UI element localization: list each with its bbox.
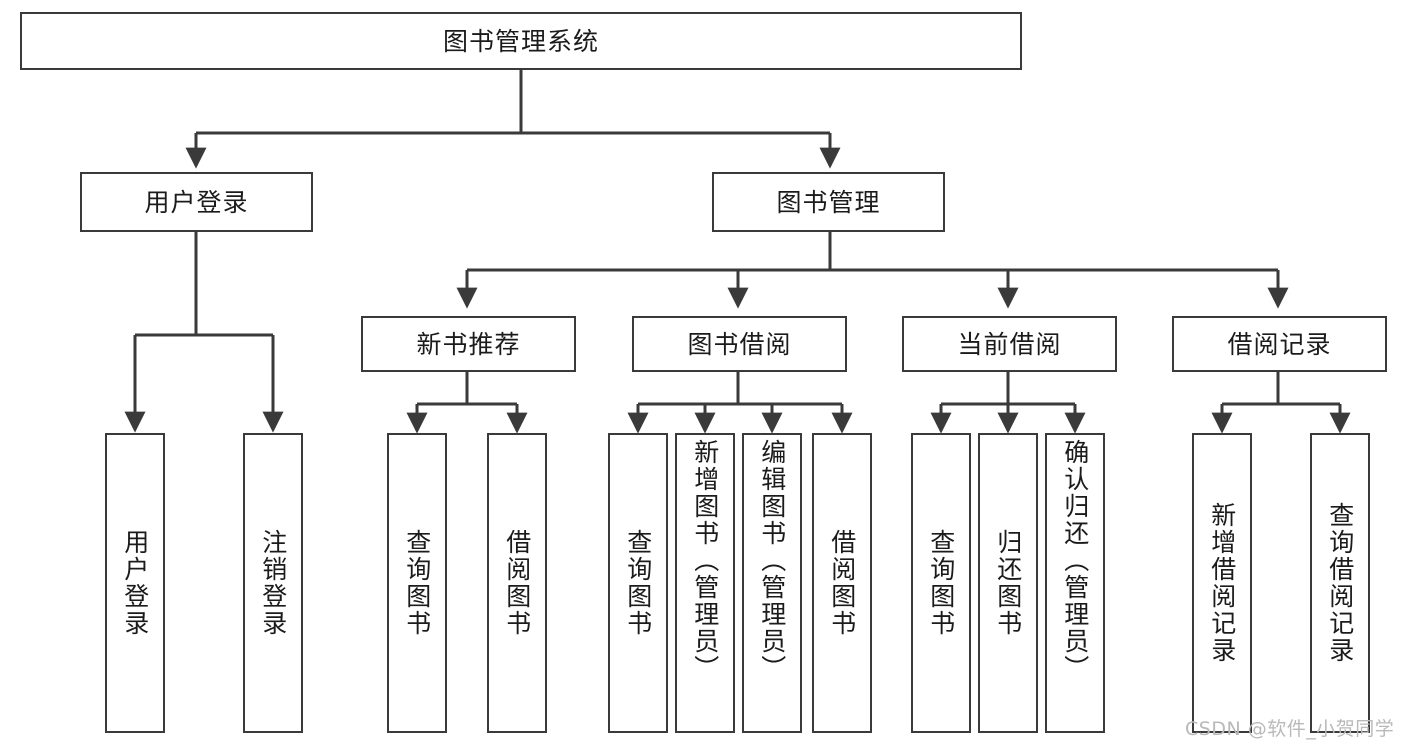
node-leaf-query-borrow-record[interactable]: 查询借阅记录 <box>1310 433 1370 733</box>
node-leaf-query-book-3[interactable]: 查询图书 <box>911 433 971 733</box>
node-root-label: 图书管理系统 <box>442 26 599 56</box>
node-leaf-query-book-2[interactable]: 查询图书 <box>608 433 668 733</box>
node-leaf-add-book-admin[interactable]: 新增图书（管理员） <box>675 433 735 733</box>
node-leaf-return-book-label: 归还图书 <box>993 529 1023 637</box>
node-leaf-borrow-book-2-label: 借阅图书 <box>827 529 857 637</box>
node-leaf-borrow-book-1[interactable]: 借阅图书 <box>487 433 547 733</box>
node-leaf-edit-book-admin[interactable]: 编辑图书（管理员） <box>742 433 802 733</box>
node-leaf-query-book-1-label: 查询图书 <box>402 529 432 637</box>
node-leaf-add-borrow-record[interactable]: 新增借阅记录 <box>1192 433 1252 733</box>
node-borrow-records-label: 借阅记录 <box>1227 329 1332 359</box>
node-leaf-query-borrow-record-label: 查询借阅记录 <box>1325 502 1355 664</box>
node-leaf-query-book-1[interactable]: 查询图书 <box>387 433 447 733</box>
watermark-text: CSDN @软件_小贺同学 <box>1185 718 1395 740</box>
node-borrow-records[interactable]: 借阅记录 <box>1172 316 1387 372</box>
node-current-borrow[interactable]: 当前借阅 <box>902 316 1117 372</box>
node-user-login[interactable]: 用户登录 <box>80 172 313 232</box>
node-leaf-edit-book-admin-label: 编辑图书（管理员） <box>757 439 787 682</box>
node-book-borrow-label: 图书借阅 <box>687 329 792 359</box>
node-leaf-user-login-label: 用户登录 <box>120 529 150 637</box>
node-leaf-confirm-return-admin-label: 确认归还（管理员） <box>1060 439 1090 682</box>
node-leaf-confirm-return-admin[interactable]: 确认归还（管理员） <box>1045 433 1105 733</box>
node-book-management[interactable]: 图书管理 <box>712 172 945 232</box>
node-new-book-recommend-label: 新书推荐 <box>416 329 521 359</box>
node-leaf-logout[interactable]: 注销登录 <box>243 433 303 733</box>
node-user-login-label: 用户登录 <box>144 187 249 217</box>
node-leaf-return-book[interactable]: 归还图书 <box>978 433 1038 733</box>
node-leaf-logout-label: 注销登录 <box>258 529 288 637</box>
node-leaf-user-login[interactable]: 用户登录 <box>105 433 165 733</box>
node-root[interactable]: 图书管理系统 <box>20 12 1022 70</box>
node-leaf-query-book-3-label: 查询图书 <box>926 529 956 637</box>
node-new-book-recommend[interactable]: 新书推荐 <box>361 316 576 372</box>
node-leaf-add-book-admin-label: 新增图书（管理员） <box>690 439 720 682</box>
node-book-borrow[interactable]: 图书借阅 <box>632 316 847 372</box>
node-leaf-query-book-2-label: 查询图书 <box>623 529 653 637</box>
node-leaf-borrow-book-2[interactable]: 借阅图书 <box>812 433 872 733</box>
node-current-borrow-label: 当前借阅 <box>957 329 1062 359</box>
node-leaf-borrow-book-1-label: 借阅图书 <box>502 529 532 637</box>
node-book-management-label: 图书管理 <box>776 187 881 217</box>
node-leaf-add-borrow-record-label: 新增借阅记录 <box>1207 502 1237 664</box>
